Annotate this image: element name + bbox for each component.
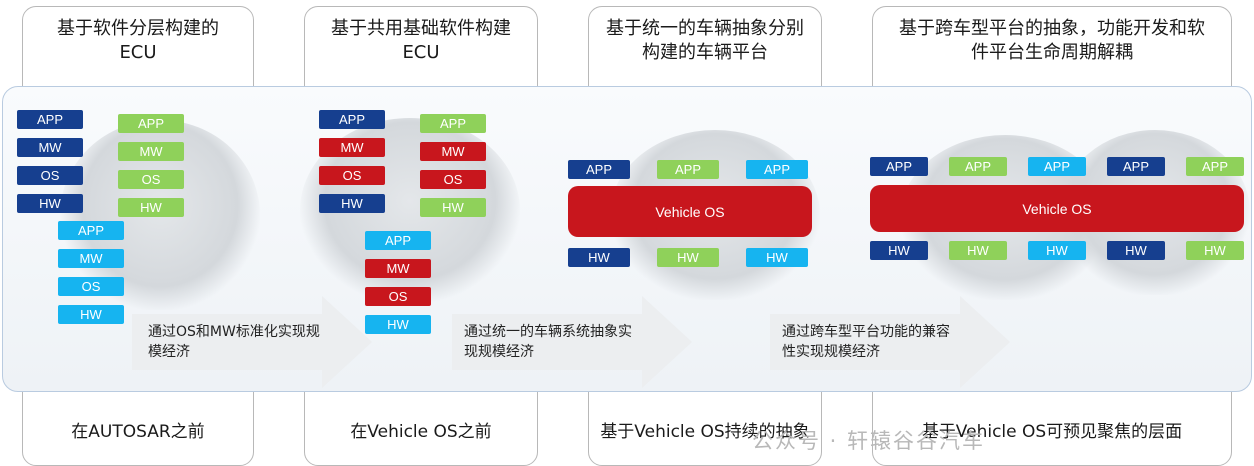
- column-4-header: 基于跨车型平台的抽象，功能开发和软件平台生命周期解耦: [899, 18, 1205, 63]
- column-1-footer: 在AUTOSAR之前: [71, 422, 205, 442]
- arrow-1-text: 通过OS和MW标准化实现规模经济: [148, 324, 320, 360]
- column-4-footer: 基于Vehicle OS可预见聚焦的层面: [921, 422, 1183, 442]
- app-block: APP: [365, 231, 431, 250]
- os-block: OS: [365, 287, 431, 306]
- vehicle-os-block: Vehicle OS: [870, 185, 1244, 232]
- app-block: APP: [870, 157, 928, 176]
- hw-block: HW: [1186, 241, 1244, 260]
- app-block: APP: [568, 160, 630, 179]
- hw-block: HW: [420, 198, 486, 217]
- hw-block: HW: [365, 315, 431, 334]
- column-2-footer: 在Vehicle OS之前: [350, 422, 492, 442]
- arrow-2: 通过统一的车辆系统抽象实现规模经济: [452, 296, 692, 388]
- app-block: APP: [1107, 157, 1165, 176]
- app-block: APP: [746, 160, 808, 179]
- hw-block: HW: [319, 194, 385, 213]
- app-block: APP: [17, 110, 83, 129]
- app-block: APP: [949, 157, 1007, 176]
- hw-block: HW: [746, 248, 808, 267]
- os-block: OS: [319, 166, 385, 185]
- column-1-header: 基于软件分层构建的ECU: [57, 18, 219, 63]
- hw-block: HW: [657, 248, 719, 267]
- hw-block: HW: [870, 241, 928, 260]
- hw-block: HW: [1028, 241, 1086, 260]
- os-block: OS: [420, 170, 486, 189]
- arrow-3-text: 通过跨车型平台功能的兼容性实现规模经济: [782, 324, 950, 360]
- watermark: 公众号 · 轩辕谷谷汽车: [752, 429, 986, 453]
- os-block: OS: [58, 277, 124, 296]
- app-block: APP: [420, 114, 486, 133]
- app-block: APP: [319, 110, 385, 129]
- mw-block: MW: [420, 142, 486, 161]
- app-block: APP: [657, 160, 719, 179]
- app-block: APP: [118, 114, 184, 133]
- hw-block: HW: [568, 248, 630, 267]
- hw-block: HW: [58, 305, 124, 324]
- mw-block: MW: [319, 138, 385, 157]
- hw-block: HW: [17, 194, 83, 213]
- column-2-header: 基于共用基础软件构建ECU: [331, 18, 511, 63]
- mw-block: MW: [58, 249, 124, 268]
- app-block: APP: [58, 221, 124, 240]
- hw-block: HW: [118, 198, 184, 217]
- mw-block: MW: [17, 138, 83, 157]
- os-block: OS: [118, 170, 184, 189]
- column-3-footer: 基于Vehicle OS持续的抽象: [600, 422, 810, 442]
- os-block: OS: [17, 166, 83, 185]
- arrow-3: 通过跨车型平台功能的兼容性实现规模经济: [770, 296, 1010, 388]
- mw-block: MW: [365, 259, 431, 278]
- mw-block: MW: [118, 142, 184, 161]
- arrow-2-text: 通过统一的车辆系统抽象实现规模经济: [464, 324, 632, 360]
- app-block: APP: [1028, 157, 1086, 176]
- arrow-1: 通过OS和MW标准化实现规模经济: [132, 296, 372, 388]
- hw-block: HW: [949, 241, 1007, 260]
- vehicle-os-block: Vehicle OS: [568, 186, 812, 237]
- hw-block: HW: [1107, 241, 1165, 260]
- app-block: APP: [1186, 157, 1244, 176]
- column-3-header: 基于统一的车辆抽象分别构建的车辆平台: [606, 18, 804, 63]
